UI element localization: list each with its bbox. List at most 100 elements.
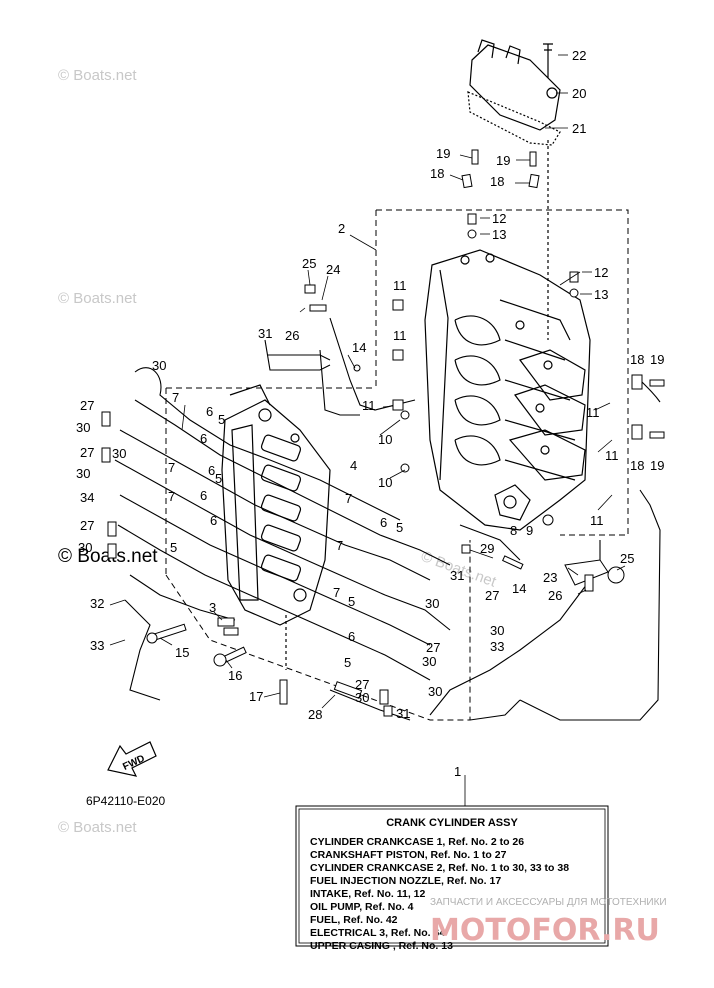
part-label: 30 (428, 684, 442, 699)
part-label: 31 (258, 326, 272, 341)
assy-box-line: FUEL INJECTION NOZZLE, Ref. No. 17 (310, 875, 501, 887)
part-label: 18 (490, 174, 504, 189)
part-label: 30 (152, 358, 166, 373)
part-label: 7 (333, 585, 340, 600)
part-label: 7 (336, 538, 343, 553)
part-labels: 22 20 21 19 18 19 18 12 13 2 12 13 25 24… (76, 48, 664, 779)
part-label: 21 (572, 121, 586, 136)
assy-box-line: INTAKE, Ref. No. 11, 12 (310, 888, 425, 900)
part-label: 8 (510, 523, 517, 538)
part-label: 5 (348, 594, 355, 609)
part-label: 20 (572, 86, 586, 101)
part-label: 22 (572, 48, 586, 63)
brand-watermark: ЗАПЧАСТИ И АКСЕССУАРЫ ДЛЯ МОТОТЕХНИКИ MO… (430, 897, 667, 948)
assy-box-line: OIL PUMP, Ref. No. 4 (310, 901, 414, 913)
part-label: 7 (168, 460, 175, 475)
part-label: 7 (172, 390, 179, 405)
part-label: 11 (393, 278, 407, 293)
part-label: 10 (378, 432, 392, 447)
part-label: 7 (168, 489, 175, 504)
part-label: 30 (490, 623, 504, 638)
part-label: 19 (436, 146, 450, 161)
assy-reference-box: CRANK CYLINDER ASSY CYLINDER CRANKCASE 1… (295, 805, 609, 952)
part-label: 18 (430, 166, 444, 181)
part-label: 26 (285, 328, 299, 343)
crankcase-2 (221, 384, 331, 670)
part-label: 6 (380, 515, 387, 530)
part-label: 27 (80, 445, 94, 460)
part-label: 23 (543, 570, 557, 585)
part-label: 2 (338, 221, 345, 236)
watermark: © Boats.net (58, 290, 137, 307)
part-label: 5 (344, 655, 351, 670)
part-label: 4 (350, 458, 357, 473)
part-label: 19 (496, 153, 510, 168)
diagram-code: 6P42110-E020 (86, 794, 166, 808)
assy-box-line: CYLINDER CRANKCASE 2, Ref. No. 1 to 30, … (310, 862, 569, 874)
assy-box-line: FUEL, Ref. No. 42 (310, 914, 398, 926)
fasteners (101, 149, 665, 717)
fwd-arrow-icon: FWD (107, 741, 157, 777)
part-label: 11 (605, 448, 619, 463)
part-label: 11 (393, 328, 407, 343)
assy-box-line: CRANKSHAFT PISTON, Ref. No. 1 to 27 (310, 849, 507, 861)
part-label: 7 (345, 491, 352, 506)
brand-tagline: ЗАПЧАСТИ И АКСЕССУАРЫ ДЛЯ МОТОТЕХНИКИ (430, 897, 667, 908)
part-label: 9 (526, 523, 533, 538)
crankcase-1 (424, 249, 591, 531)
part-label: 33 (490, 639, 504, 654)
part-label: 30 (78, 540, 92, 555)
part-label: 15 (175, 645, 189, 660)
part-label: 5 (218, 412, 225, 427)
part-label: 18 (630, 352, 644, 367)
part-label: 28 (308, 707, 322, 722)
assy-box-line: UPPER CASING , Ref. No. 13 (310, 940, 453, 952)
part-label: 27 (80, 398, 94, 413)
hose-routing (114, 317, 661, 721)
part-label: 5 (215, 471, 222, 486)
part-label: 6 (206, 404, 213, 419)
part-label: 14 (512, 581, 526, 596)
part-label: 31 (396, 706, 410, 721)
part-label: 27 (485, 588, 499, 603)
part-label: 5 (396, 520, 403, 535)
part-label: 13 (492, 227, 506, 242)
part-label: 16 (228, 668, 242, 683)
watermark: © Boats.net (58, 67, 137, 84)
part-label: 31 (450, 568, 464, 583)
cover-assembly (467, 39, 561, 340)
part-label: 18 (630, 458, 644, 473)
assy-box-title: CRANK CYLINDER ASSY (386, 817, 518, 829)
part-label: 25 (620, 551, 634, 566)
part-label: 6 (200, 431, 207, 446)
part-label: 30 (422, 654, 436, 669)
part-label: 12 (594, 265, 608, 280)
part-label: 11 (362, 398, 376, 413)
part-label: 34 (80, 490, 94, 505)
part-label: 30 (355, 690, 369, 705)
part-label: 13 (594, 287, 608, 302)
part-label: 24 (326, 262, 340, 277)
part-label: 6 (208, 463, 215, 478)
part-label: 27 (355, 677, 369, 692)
part-label: 6 (348, 629, 355, 644)
part-label: 30 (76, 420, 90, 435)
part-label: 11 (586, 405, 600, 420)
part-label: 6 (200, 488, 207, 503)
part-label: 6 (210, 513, 217, 528)
part-label: 26 (548, 588, 562, 603)
part-label: 5 (170, 540, 177, 555)
assy-box-line: CYLINDER CRANKCASE 1, Ref. No. 2 to 26 (310, 836, 524, 848)
part-label: 27 (80, 518, 94, 533)
watermark: © Boats.net (58, 819, 137, 836)
part-label: 30 (425, 596, 439, 611)
part-label: 29 (480, 541, 494, 556)
part-label: 32 (90, 596, 104, 611)
part-label: 14 (352, 340, 366, 355)
part-label: 17 (249, 689, 263, 704)
part-label: 19 (650, 458, 664, 473)
part-label: 1 (454, 764, 461, 779)
part-label: 30 (76, 466, 90, 481)
part-label: 12 (492, 211, 506, 226)
